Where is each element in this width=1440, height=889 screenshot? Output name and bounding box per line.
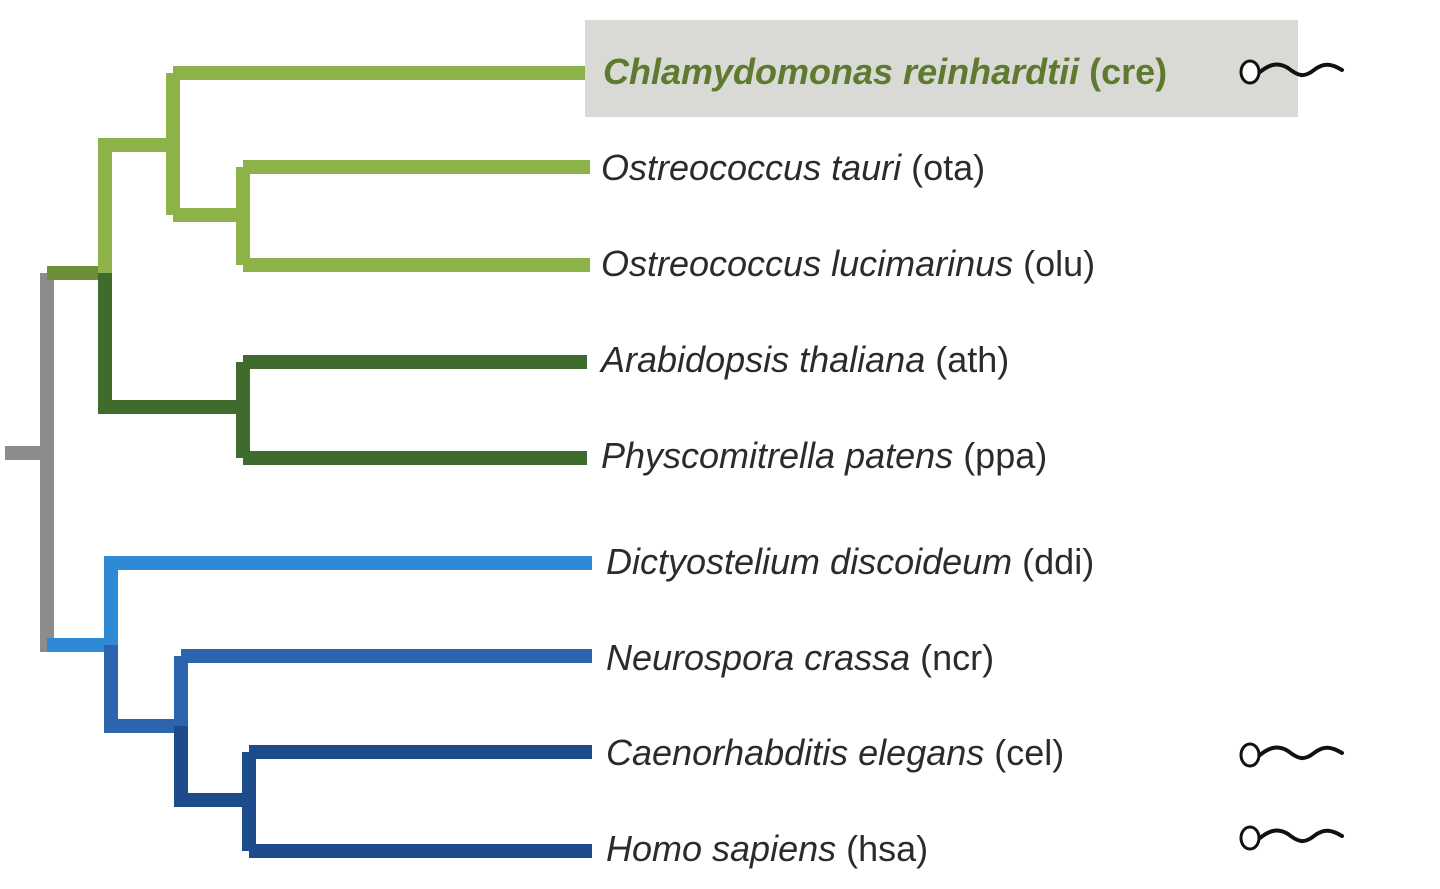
highlight-box: [585, 20, 1298, 117]
taxon-label: Ostreococcus tauri (ota): [601, 147, 985, 188]
taxon-label: Physcomitrella patens (ppa): [601, 435, 1047, 476]
animals-branch: [174, 726, 592, 858]
amoebozoa-branch: [47, 556, 592, 652]
taxon-label: Chlamydomonas reinhardtii (cre): [603, 51, 1167, 92]
green-algae-branch: [98, 66, 590, 273]
taxon-label: Dictyostelium discoideum (ddi): [606, 541, 1094, 582]
taxon-labels: Chlamydomonas reinhardtii (cre) Ostreoco…: [599, 51, 1167, 869]
taxon-label: Arabidopsis thaliana (ath): [599, 339, 1009, 380]
flagellum-icon: [1239, 825, 1344, 851]
taxon-label: Ostreococcus lucimarinus (olu): [601, 243, 1095, 284]
taxon-label: Caenorhabditis elegans (cel): [606, 732, 1064, 773]
taxon-label: Neurospora crassa (ncr): [606, 637, 994, 678]
flagellum-icon: [1239, 59, 1344, 85]
opisthokont-stem-branch: [104, 645, 592, 733]
tree-branches: [5, 66, 592, 858]
land-plants-branch: [98, 273, 587, 465]
root-branch: [5, 273, 54, 652]
flagellum-icon: [1239, 742, 1344, 768]
taxon-label: Homo sapiens (hsa): [606, 828, 928, 869]
